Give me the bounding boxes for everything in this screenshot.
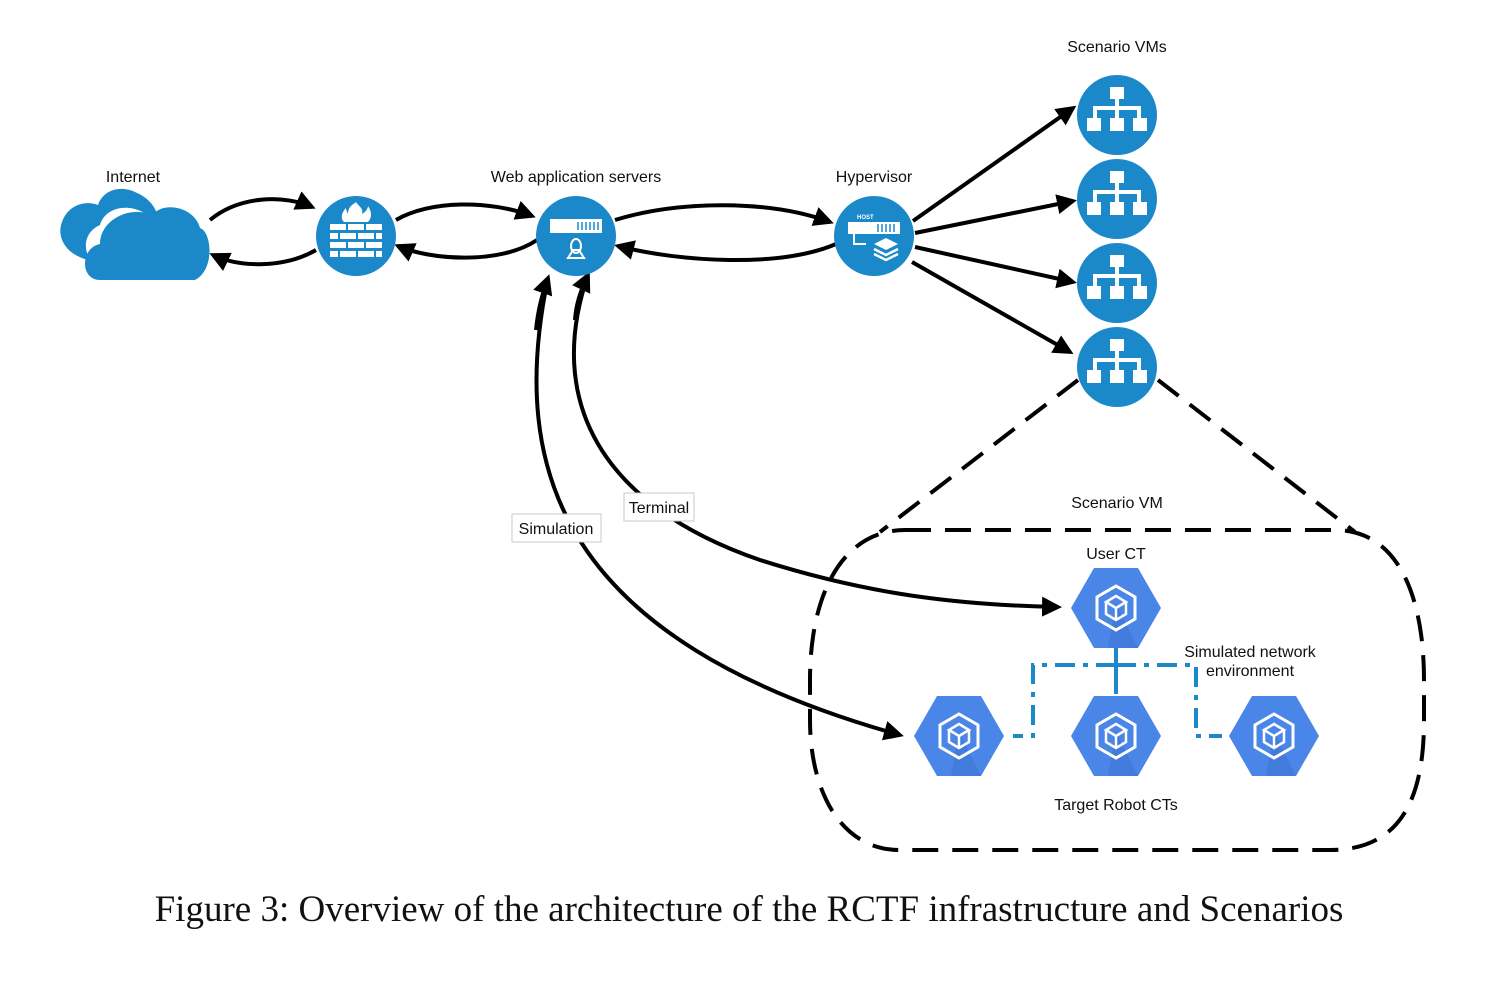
figure-caption: Figure 3: Overview of the architecture o… xyxy=(0,888,1498,931)
figure-caption-text: Overview of the architecture of the RCTF… xyxy=(298,889,1344,930)
arrow-terminal-head xyxy=(572,271,591,321)
target-robot-ct-icon-left xyxy=(914,696,1004,776)
target-robot-ct-icon-center xyxy=(1071,696,1161,776)
scenario-vm-label: Scenario VM xyxy=(1071,495,1163,512)
scenario-vm-icon-2 xyxy=(1077,159,1157,239)
arrow-webserver-to-firewall xyxy=(394,238,539,262)
host-layers-icon: HOST xyxy=(834,196,914,276)
arrow-internet-to-firewall xyxy=(208,191,316,222)
target-robot-ct-icon-right xyxy=(1229,696,1319,776)
network-line-left xyxy=(1013,663,1116,738)
arrow-terminal-to-user-ct xyxy=(572,274,1062,617)
host-badge: HOST xyxy=(857,215,874,221)
scenario-vm-icon-4 xyxy=(1077,327,1157,407)
internet-label: Internet xyxy=(106,169,161,186)
arrow-hypervisor-to-webserver xyxy=(614,240,837,262)
arrow-hypervisor-to-vm-3 xyxy=(914,245,1077,289)
arrow-hypervisor-to-vm-2 xyxy=(914,194,1077,235)
scenario-vm-icon-1 xyxy=(1077,75,1157,155)
target-robot-cts-label: Target Robot CTs xyxy=(1054,797,1178,814)
zoom-line-left xyxy=(878,378,1080,534)
scenario-vm-boundary xyxy=(808,528,1426,852)
figure-caption-prefix: Figure 3: xyxy=(154,889,290,930)
web-servers-label: Web application servers xyxy=(491,169,661,186)
arrow-firewall-to-internet xyxy=(209,248,318,271)
simulation-label-box xyxy=(511,513,602,543)
arrow-firewall-to-webserver xyxy=(394,200,536,222)
arrow-simulation-head xyxy=(533,274,553,331)
network-line-right xyxy=(1116,663,1222,738)
zoom-line-right xyxy=(1156,378,1357,534)
user-ct-icon xyxy=(1071,568,1161,648)
arrow-webserver-to-hypervisor xyxy=(614,203,834,226)
scenario-vm-icon-3 xyxy=(1077,243,1157,323)
arrow-hypervisor-to-vm-1 xyxy=(911,105,1077,223)
user-ct-label: User CT xyxy=(1086,546,1146,563)
simulated-network-label-line1: Simulated network xyxy=(1184,644,1317,661)
arrow-hypervisor-to-vm-4 xyxy=(911,260,1074,354)
firewall-icon xyxy=(316,196,396,276)
simulation-label: Simulation xyxy=(519,521,594,538)
scenario-vms-label: Scenario VMs xyxy=(1067,39,1167,56)
terminal-label-box xyxy=(623,492,695,522)
simulated-network-label-line2: environment xyxy=(1206,663,1295,680)
cloud-icon xyxy=(60,188,210,280)
linux-server-icon xyxy=(536,196,616,276)
hypervisor-label: Hypervisor xyxy=(836,169,913,186)
arrow-simulation-to-robot-ct xyxy=(534,277,904,741)
terminal-label: Terminal xyxy=(629,500,689,517)
